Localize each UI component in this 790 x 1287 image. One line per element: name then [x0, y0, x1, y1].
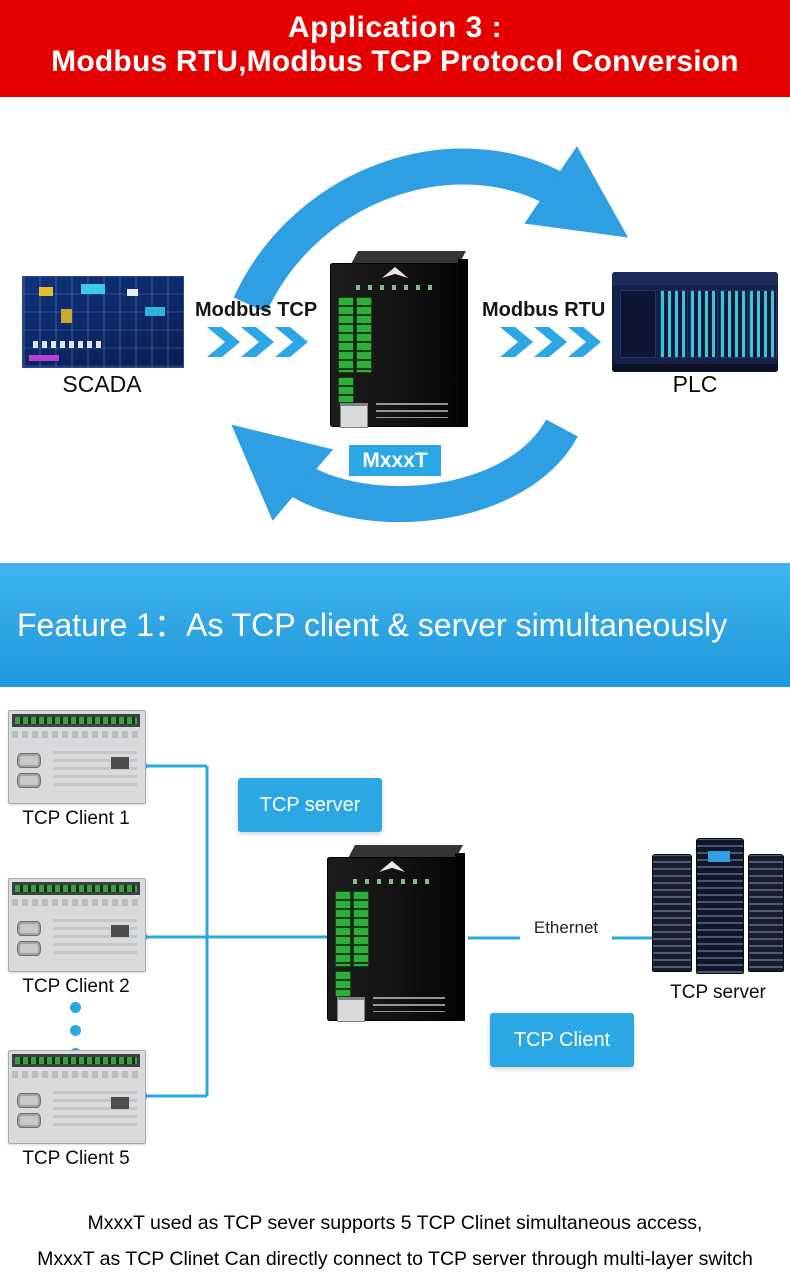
client-plc-port — [17, 921, 41, 936]
plc-io-module — [749, 290, 777, 358]
gateway-body — [327, 857, 457, 1022]
client-plc-chip — [111, 757, 129, 769]
client-plc-port — [17, 1113, 41, 1128]
banner-title-line1: Application 3 : — [287, 11, 503, 44]
scada-block — [61, 309, 72, 323]
scada-block — [81, 284, 105, 294]
plc-image — [612, 272, 778, 372]
client-plc-port — [17, 773, 41, 788]
plc-label: PLC — [672, 371, 718, 397]
server-screen — [708, 851, 730, 862]
gateway-logo-icon — [379, 861, 405, 872]
gateway-ethernet-port — [337, 997, 365, 1022]
tcp-client-device-5 — [8, 1050, 146, 1144]
gateway-print-text — [376, 403, 448, 418]
gateway-ethernet-port — [340, 403, 368, 428]
client-plc-label-row — [12, 731, 140, 738]
gateway-device — [328, 251, 468, 429]
client-plc-label-row — [12, 899, 140, 906]
plc-cpu-module — [620, 290, 656, 358]
gateway-side-face — [458, 259, 468, 427]
gateway-logo-icon — [382, 267, 408, 278]
feature-title: Feature 1：As TCP client & server simulta… — [17, 607, 728, 643]
client-plc-port — [17, 753, 41, 768]
gateway-led-strip — [353, 879, 431, 884]
gateway-model-badge: MxxxT — [349, 445, 441, 476]
gateway-print-text — [373, 997, 445, 1012]
tcp-client-badge: TCP Client — [490, 1013, 634, 1067]
gateway-terminal-block — [356, 297, 372, 373]
scada-label: SCADA — [62, 371, 142, 397]
client-plc-port — [17, 941, 41, 956]
tcp-client-2-label: TCP Client 2 — [22, 976, 130, 997]
gateway-terminal-block — [338, 297, 354, 373]
server-tower — [748, 854, 784, 972]
server-tower — [652, 854, 692, 972]
feature-banner: Feature 1：As TCP client & server simulta… — [0, 563, 790, 687]
banner-title-line2: Modbus RTU,Modbus TCP Protocol Conversio… — [51, 45, 739, 78]
gateway-terminal-block — [335, 971, 351, 997]
gateway-terminal-block — [353, 891, 369, 967]
client-plc-terminals — [15, 1057, 137, 1064]
ethernet-label: Ethernet — [520, 916, 612, 940]
scada-block — [127, 289, 138, 296]
tcp-server-badge: TCP server — [238, 778, 382, 832]
plc-io-module — [690, 290, 718, 358]
footer-line2: MxxxT as TCP Clinet Can directly connect… — [37, 1248, 753, 1270]
app-banner: Application 3 : Modbus RTU,Modbus TCP Pr… — [0, 0, 790, 97]
client-plc-chip — [111, 925, 129, 937]
client-plc-chip — [111, 1097, 129, 1109]
scada-block — [33, 341, 103, 348]
footer-note: MxxxT used as TCP sever supports 5 TCP C… — [0, 1205, 790, 1277]
gateway-device — [325, 845, 465, 1023]
scada-block — [39, 287, 53, 296]
tcp-client-1-label: TCP Client 1 — [22, 808, 130, 829]
tcp-client-device-1 — [8, 710, 146, 804]
plc-io-module — [660, 290, 688, 358]
client-plc-port — [17, 1093, 41, 1108]
gateway-terminal-block — [335, 891, 351, 967]
modbus-tcp-label: Modbus TCP — [195, 299, 318, 321]
scada-image — [22, 276, 184, 368]
footer-line1: MxxxT used as TCP sever supports 5 TCP C… — [87, 1212, 703, 1234]
tcp-client-5-label: TCP Client 5 — [22, 1148, 130, 1169]
plc-io-module — [720, 290, 748, 358]
client-plc-label-row — [12, 1071, 140, 1078]
scada-block — [29, 355, 59, 361]
tcp-client-device-2 — [8, 878, 146, 972]
gateway-terminal-block — [338, 377, 354, 403]
client-plc-terminals — [15, 717, 137, 724]
server-rack-label: TCP server — [670, 982, 766, 1003]
dot — [70, 1025, 81, 1036]
server-rack-image — [652, 838, 784, 976]
scada-block — [145, 307, 165, 316]
gateway-led-strip — [356, 285, 434, 290]
dot — [70, 1002, 81, 1013]
gateway-side-face — [455, 853, 465, 1021]
chevrons-right-icon — [207, 327, 308, 357]
client-plc-terminals — [15, 885, 137, 892]
modbus-rtu-label: Modbus RTU — [482, 299, 606, 321]
gateway-body — [330, 263, 460, 428]
chevrons-right-icon — [500, 327, 601, 357]
